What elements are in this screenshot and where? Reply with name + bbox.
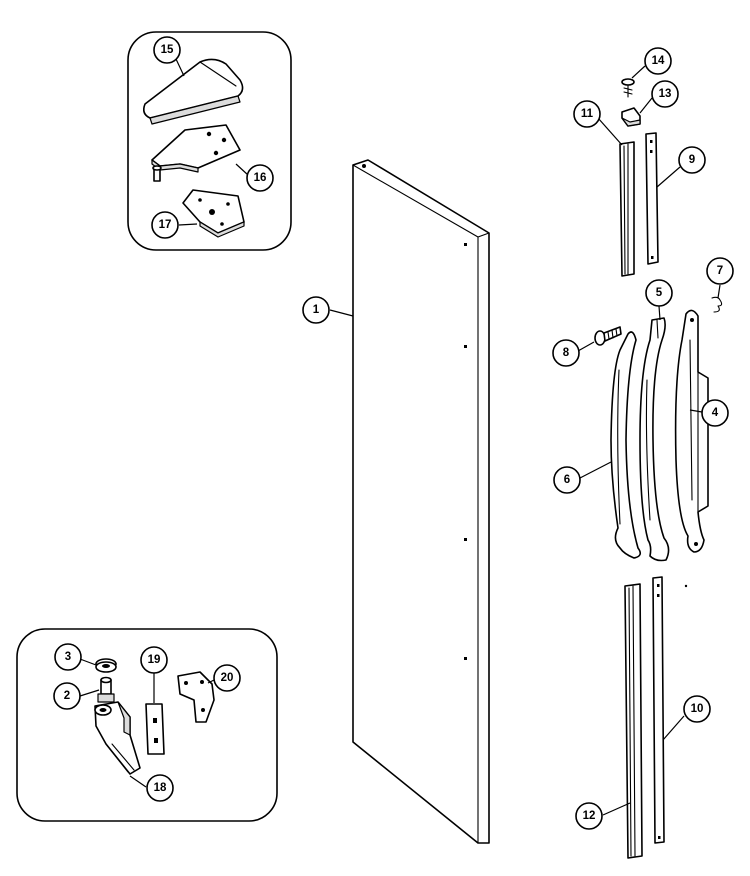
svg-text:18: 18 — [154, 782, 167, 794]
svg-text:10: 10 — [691, 703, 704, 715]
part-5-handle[interactable] — [639, 305, 670, 562]
svg-text:16: 16 — [254, 172, 267, 184]
part-1-door-panel[interactable] — [329, 159, 490, 844]
callout-10: 10 — [683, 695, 711, 723]
callout-3: 3 — [54, 643, 82, 671]
part-17-hinge-plate[interactable] — [182, 189, 245, 238]
svg-text:8: 8 — [563, 347, 570, 359]
callout-15: 15 — [153, 36, 181, 64]
svg-text:2: 2 — [64, 690, 70, 702]
svg-text:9: 9 — [689, 154, 695, 166]
part-11-upper-channel[interactable] — [597, 117, 635, 277]
callout-7: 7 — [706, 257, 734, 285]
svg-text:1: 1 — [313, 304, 320, 316]
callout-19: 19 — [140, 646, 168, 674]
svg-text:6: 6 — [564, 474, 570, 486]
part-16-top-hinge[interactable] — [151, 124, 241, 182]
callout-2: 2 — [53, 682, 81, 710]
part-8-screw[interactable] — [577, 326, 622, 352]
part-3-washer[interactable] — [95, 658, 117, 673]
inset-bottom-border — [16, 628, 278, 822]
svg-text:13: 13 — [659, 88, 672, 100]
callout-16: 16 — [246, 164, 274, 192]
callout-8: 8 — [552, 339, 580, 367]
callout-17: 17 — [151, 211, 179, 239]
part-13-clip[interactable] — [621, 97, 653, 127]
callout-6: 6 — [553, 466, 581, 494]
callout-20: 20 — [213, 664, 241, 692]
svg-text:15: 15 — [161, 44, 174, 56]
callout-11: 11 — [573, 100, 601, 128]
part-2-hinge-pin[interactable] — [97, 676, 115, 703]
callout-12: 12 — [575, 802, 603, 830]
svg-text:20: 20 — [221, 672, 234, 684]
callout-18: 18 — [146, 774, 174, 802]
part-6-handle-trim[interactable] — [579, 331, 642, 559]
part-18-lower-hinge[interactable] — [94, 701, 141, 775]
part-10-lower-strip[interactable] — [652, 576, 688, 844]
svg-text:4: 4 — [712, 407, 719, 419]
inset-top-hinge — [127, 31, 292, 251]
part-19-shim[interactable] — [145, 703, 165, 755]
callout-13: 13 — [651, 80, 679, 108]
svg-text:5: 5 — [656, 287, 663, 299]
svg-text:7: 7 — [717, 265, 723, 277]
svg-text:19: 19 — [148, 654, 161, 666]
inset-bottom-hinge — [16, 628, 278, 822]
part-4-handle-base[interactable] — [674, 309, 709, 553]
svg-text:3: 3 — [65, 651, 71, 663]
callout-4: 4 — [701, 399, 729, 427]
svg-text:11: 11 — [581, 108, 594, 120]
part-14-screw[interactable] — [621, 65, 646, 98]
callout-14: 14 — [644, 47, 672, 75]
svg-text:14: 14 — [652, 55, 665, 67]
callout-5: 5 — [645, 279, 673, 307]
part-12-lower-channel[interactable] — [602, 583, 643, 859]
part-15-hinge-cover[interactable] — [143, 58, 244, 125]
svg-text:17: 17 — [159, 219, 172, 231]
part-20-hinge-plate[interactable] — [177, 671, 215, 723]
part-7-clip[interactable] — [711, 284, 723, 313]
inset-top-border — [127, 31, 292, 251]
svg-text:12: 12 — [583, 810, 596, 822]
callout-1: 1 — [302, 296, 330, 324]
callout-9: 9 — [678, 146, 706, 174]
part-9-upper-strip[interactable] — [645, 132, 681, 265]
